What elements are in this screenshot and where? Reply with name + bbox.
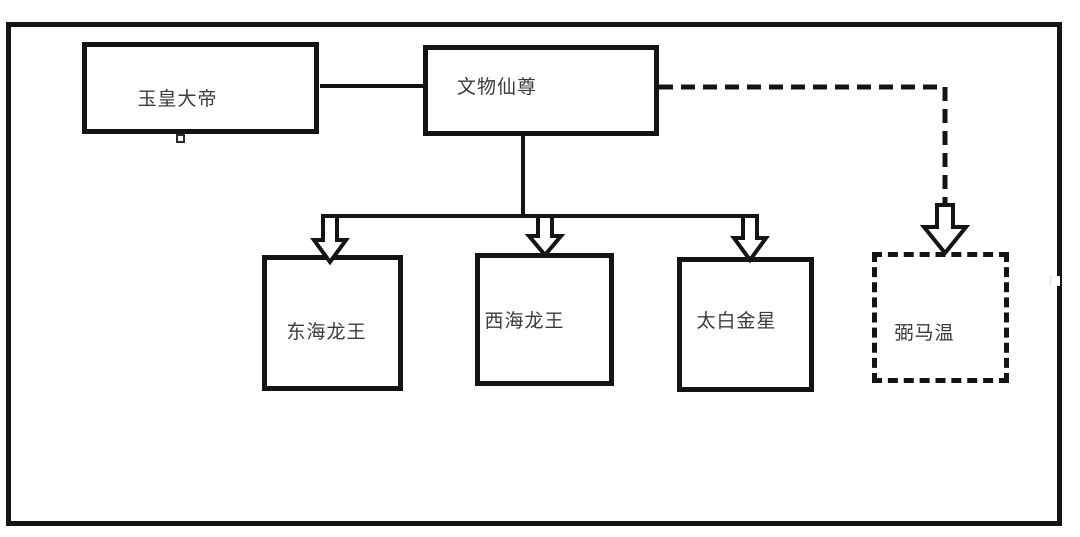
selection-handle-square[interactable] bbox=[176, 134, 185, 143]
node-wenwu-xianzun[interactable]: 文物仙尊 bbox=[423, 45, 659, 136]
node-taibai-jinxing[interactable]: 太白金星 bbox=[677, 257, 814, 392]
node-yuhuang-dadi[interactable]: 玉皇大帝 bbox=[82, 42, 319, 134]
arrow-to-bimawen-icon[interactable] bbox=[919, 203, 971, 257]
node-donghai-longwang-label: 东海龙王 bbox=[286, 321, 367, 343]
node-taibai-jinxing-label: 太白金星 bbox=[696, 311, 777, 332]
node-yuhuang-dadi-label: 玉皇大帝 bbox=[137, 88, 218, 110]
node-donghai-longwang[interactable]: 东海龙王 bbox=[262, 255, 403, 391]
arrow-to-xihai-icon[interactable] bbox=[524, 214, 566, 259]
node-xihai-longwang[interactable]: 西海龙王 bbox=[475, 253, 614, 386]
border-notch-handle[interactable] bbox=[1050, 276, 1060, 286]
node-bimawen-label: 弼马温 bbox=[894, 323, 955, 344]
arrow-to-donghai-icon[interactable] bbox=[310, 214, 350, 266]
node-wenwu-xianzun-label: 文物仙尊 bbox=[457, 77, 538, 98]
node-xihai-longwang-label: 西海龙王 bbox=[484, 311, 565, 332]
arrow-to-taibai-icon[interactable] bbox=[730, 214, 770, 264]
canvas-border bbox=[6, 22, 1062, 526]
node-bimawen[interactable]: 弼马温 bbox=[872, 252, 1009, 383]
dashed-connector-wenwu-bimawen[interactable] bbox=[659, 84, 948, 207]
